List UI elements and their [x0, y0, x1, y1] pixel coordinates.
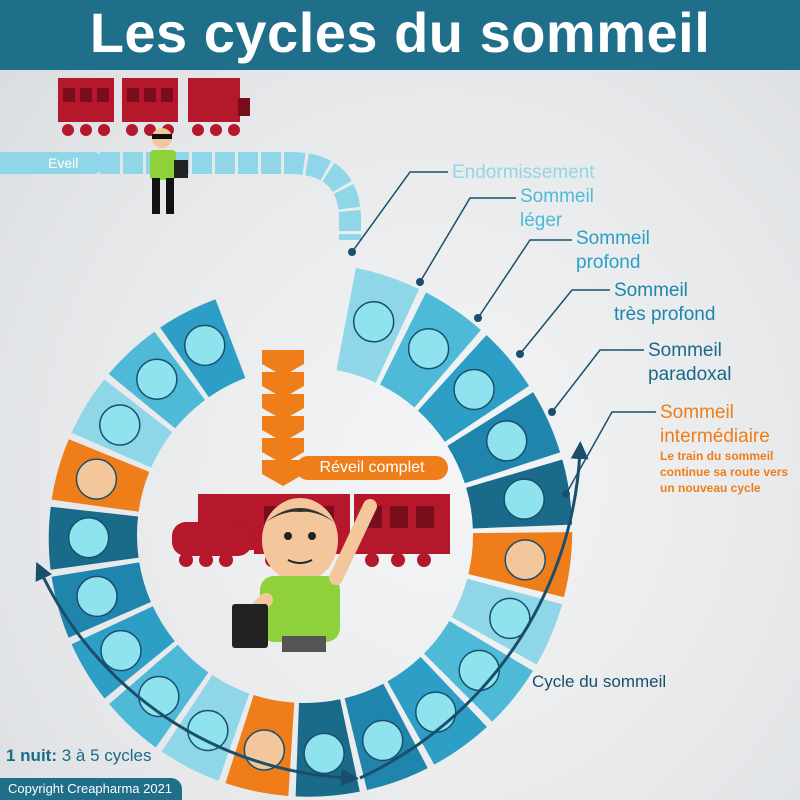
sleeper-face-icon [99, 404, 141, 446]
leader-dot [562, 490, 570, 498]
eveil-label: Eveil [0, 152, 104, 174]
stage-tres-profond-line2: très profond [614, 304, 716, 325]
sleeper-face-icon [75, 458, 118, 500]
leader-line [419, 197, 516, 283]
leader-line [519, 289, 610, 355]
sleeper-face-icon [458, 649, 500, 692]
train-top-icon [58, 78, 250, 136]
wake-chevron [262, 438, 304, 464]
sleeper-face-icon [504, 539, 546, 581]
awake-man-icon [232, 498, 377, 652]
leader-dot [516, 350, 524, 358]
leader-dot [548, 408, 556, 416]
entry-track-path [100, 152, 361, 240]
walking-man-icon [150, 128, 188, 214]
stage-paradoxal-line2: paradoxal [648, 364, 732, 385]
leader-line [551, 349, 644, 413]
sleeper-face-icon [503, 478, 545, 520]
wake-chevron [262, 372, 304, 398]
stage-paradoxal-line1: Sommeil [648, 340, 722, 361]
sleeper-face-icon [76, 575, 118, 618]
sleeper-face-icon [138, 675, 180, 718]
stage-leader-lines [348, 171, 656, 498]
sleeper-face-icon [187, 709, 229, 752]
cycle-arrow-right [359, 441, 589, 780]
copyright: Copyright Creapharma 2021 [0, 778, 183, 800]
sleeper-face-icon [136, 358, 178, 401]
stage-leger-line2: léger [520, 210, 563, 231]
stage-intermediaire-line1: Sommeil [660, 402, 734, 423]
nights-text: 3 à 5 cycles [61, 746, 152, 765]
sleeper-face-icon [303, 732, 345, 775]
leader-dot [348, 248, 356, 256]
sleeper-face-icon [100, 629, 142, 672]
sleeper-face-icon [67, 516, 110, 559]
sleeper-face-icon [407, 328, 450, 370]
nights-summary: 1 nuit: 3 à 5 cycles [6, 746, 152, 766]
leader-line [565, 411, 656, 495]
stage-profond-line2: profond [576, 252, 641, 273]
cycle-label: Cycle du sommeil [532, 672, 667, 691]
leader-dot [474, 314, 482, 322]
nights-bold: 1 nuit: [6, 746, 57, 765]
train-note: Le train du sommeil continue sa route ve… [660, 449, 789, 495]
stage-profond-line1: Sommeil [576, 228, 650, 249]
page-title: Les cycles du sommeil [0, 0, 800, 70]
sleeper-face-icon [453, 368, 495, 411]
sleeper-face-icon [352, 301, 395, 343]
sleeper-face-icon [485, 420, 528, 462]
wake-chevron [262, 394, 304, 420]
stage-intermediaire-line2: intermédiaire [660, 426, 770, 447]
stage-endormissement: Endormissement [452, 162, 595, 183]
leader-line [477, 239, 572, 319]
sleeper-face-icon [361, 719, 404, 762]
leader-line [351, 171, 448, 253]
wake-chevron [262, 350, 304, 376]
stage-tres-profond-line1: Sommeil [614, 280, 688, 301]
sleeper-face-icon [184, 324, 226, 367]
stage-leger-line1: Sommeil [520, 186, 594, 207]
leader-dot [416, 278, 424, 286]
reveil-complet-label: Réveil complet [296, 456, 448, 480]
sleeper-face-icon [415, 691, 457, 733]
sleeper-face-icon [489, 597, 531, 640]
sleep-entry-track [100, 152, 361, 240]
wake-chevrons [262, 350, 304, 486]
wake-chevron [262, 416, 304, 442]
cycle-arrow-left [35, 561, 359, 787]
wake-chevron [262, 460, 304, 486]
